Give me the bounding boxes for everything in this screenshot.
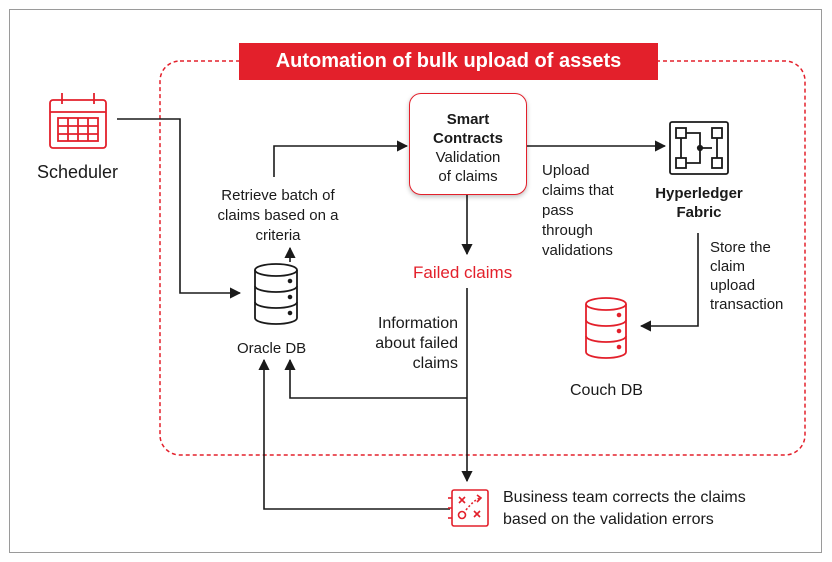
smart-contracts-node: Smart Contracts Validation of claims	[409, 93, 527, 195]
edge-failed-info-to-oracle	[284, 358, 467, 399]
diagram-title: Automation of bulk upload of assets	[239, 43, 658, 80]
store-line-2: claim	[710, 258, 746, 275]
information-line-1: Information	[377, 315, 458, 332]
smart-contracts-line-2: of claims	[438, 168, 498, 185]
hyperledger-line-1: Hyperledger	[655, 185, 743, 202]
information-label: Information about failed claims	[340, 314, 458, 374]
business-line-1: Business team corrects the claims	[503, 489, 746, 506]
oracle-db-label: Oracle DB	[237, 340, 307, 357]
upload-line-2: claims that	[542, 182, 614, 199]
retrieve-line-2: claims based on a	[217, 207, 339, 224]
calendar-icon	[49, 93, 107, 149]
oracle-database-icon	[254, 263, 298, 325]
business-line-2: based on the validation errors	[503, 511, 714, 528]
edge-retrieve-to-smart-contracts	[273, 140, 409, 177]
circuit-icon	[669, 121, 729, 175]
upload-line-4: through	[542, 222, 593, 239]
upload-line-3: pass	[542, 202, 574, 219]
upload-line-1: Upload	[542, 162, 590, 179]
couch-database-icon	[585, 297, 627, 359]
upload-line-5: validations	[542, 242, 613, 259]
edge-hyperledger-to-couch	[639, 233, 699, 332]
strategy-board-icon	[448, 489, 489, 527]
information-line-2: about failed	[375, 335, 458, 352]
outer-frame	[9, 9, 822, 553]
store-line-3: upload	[710, 277, 756, 294]
retrieve-line-3: criteria	[255, 227, 301, 244]
store-line-1: Store the	[710, 239, 771, 256]
store-label: Store the claim upload transaction	[710, 238, 783, 314]
smart-contracts-title: Smart Contracts	[432, 111, 503, 147]
business-team-label: Business team corrects the claims based …	[503, 487, 746, 531]
failed-claims-label: Failed claims	[413, 263, 513, 282]
smart-contracts-line-1: Validation	[435, 149, 501, 166]
upload-label: Upload claims that pass through validati…	[542, 161, 614, 261]
retrieve-line-1: Retrieve batch of	[221, 187, 335, 204]
couch-db-label: Couch DB	[570, 382, 643, 399]
retrieve-label: Retrieve batch of claims based on a crit…	[210, 186, 346, 246]
store-line-4: transaction	[710, 296, 784, 313]
edge-business-to-oracle	[258, 358, 450, 510]
scheduler-label: Scheduler	[37, 162, 119, 182]
edge-scheduler-to-oracle	[117, 118, 242, 299]
information-line-3: claims	[412, 355, 458, 372]
hyperledger-line-2: Fabric	[676, 204, 722, 221]
hyperledger-label: Hyperledger Fabric	[646, 184, 752, 222]
